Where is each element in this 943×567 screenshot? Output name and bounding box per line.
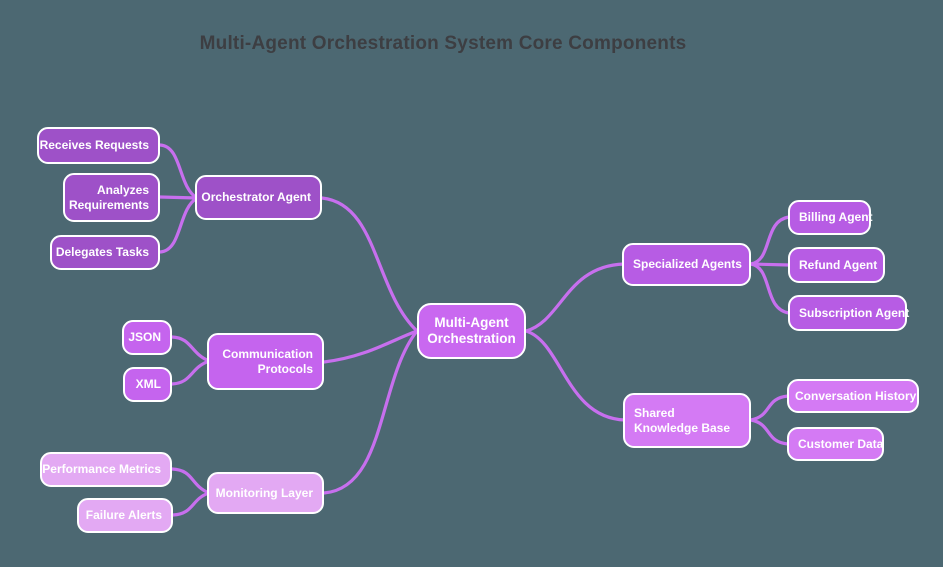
node-conversation-history: Conversation History [787, 379, 919, 413]
node-xml: XML [123, 367, 172, 402]
edge-json-communication [170, 335, 211, 363]
node-refund-agent: Refund Agent [788, 247, 885, 283]
node-billing-agent: Billing Agent [788, 200, 873, 235]
node-monitoring-layer: Monitoring Layer [207, 472, 324, 514]
node-failure-alerts: Failure Alerts [77, 498, 173, 533]
edge-specialized-billing [749, 215, 791, 266]
edge-knowledge-customer [749, 418, 790, 446]
edge-analyzes-orchestrator [158, 195, 199, 200]
node-delegates-tasks: Delegates Tasks [50, 235, 160, 270]
edge-knowledge-conversation [749, 394, 790, 422]
edge-failure-monitoring [171, 491, 211, 517]
edge-specialized-refund [749, 262, 791, 267]
node-performance-metrics: Performance Metrics [40, 452, 172, 487]
node-orchestrator-agent: Orchestrator Agent [195, 175, 322, 220]
node-receives-requests: Receives Requests [37, 127, 160, 164]
node-customer-data: Customer Data [787, 427, 884, 461]
node-root-multi-agent-orchestration: Multi-Agent Orchestration [417, 303, 526, 359]
edge-communication-central [322, 329, 419, 364]
node-shared-knowledge-base: Shared Knowledge Base [623, 393, 751, 448]
node-specialized-agents: Specialized Agents [622, 243, 751, 286]
edge-receives-orchestrator [158, 143, 199, 200]
edge-monitoring-central [322, 329, 419, 495]
node-subscription-agent: Subscription Agent [788, 295, 909, 331]
node-json: JSON [122, 320, 172, 355]
edge-delegates-orchestrator [158, 196, 199, 254]
diagram-title: Multi-Agent Orchestration System Core Co… [199, 33, 687, 54]
edge-xml-communication [170, 359, 211, 386]
edge-orchestrator-central [320, 196, 419, 333]
node-analyzes-requirements: Analyzes Requirements [63, 173, 160, 222]
edge-central-specialized [524, 262, 626, 333]
node-communication-protocols: Communication Protocols [207, 333, 324, 390]
edge-specialized-subscription [749, 262, 791, 315]
edge-performance-monitoring [170, 467, 211, 495]
edge-central-knowledge [524, 329, 627, 422]
